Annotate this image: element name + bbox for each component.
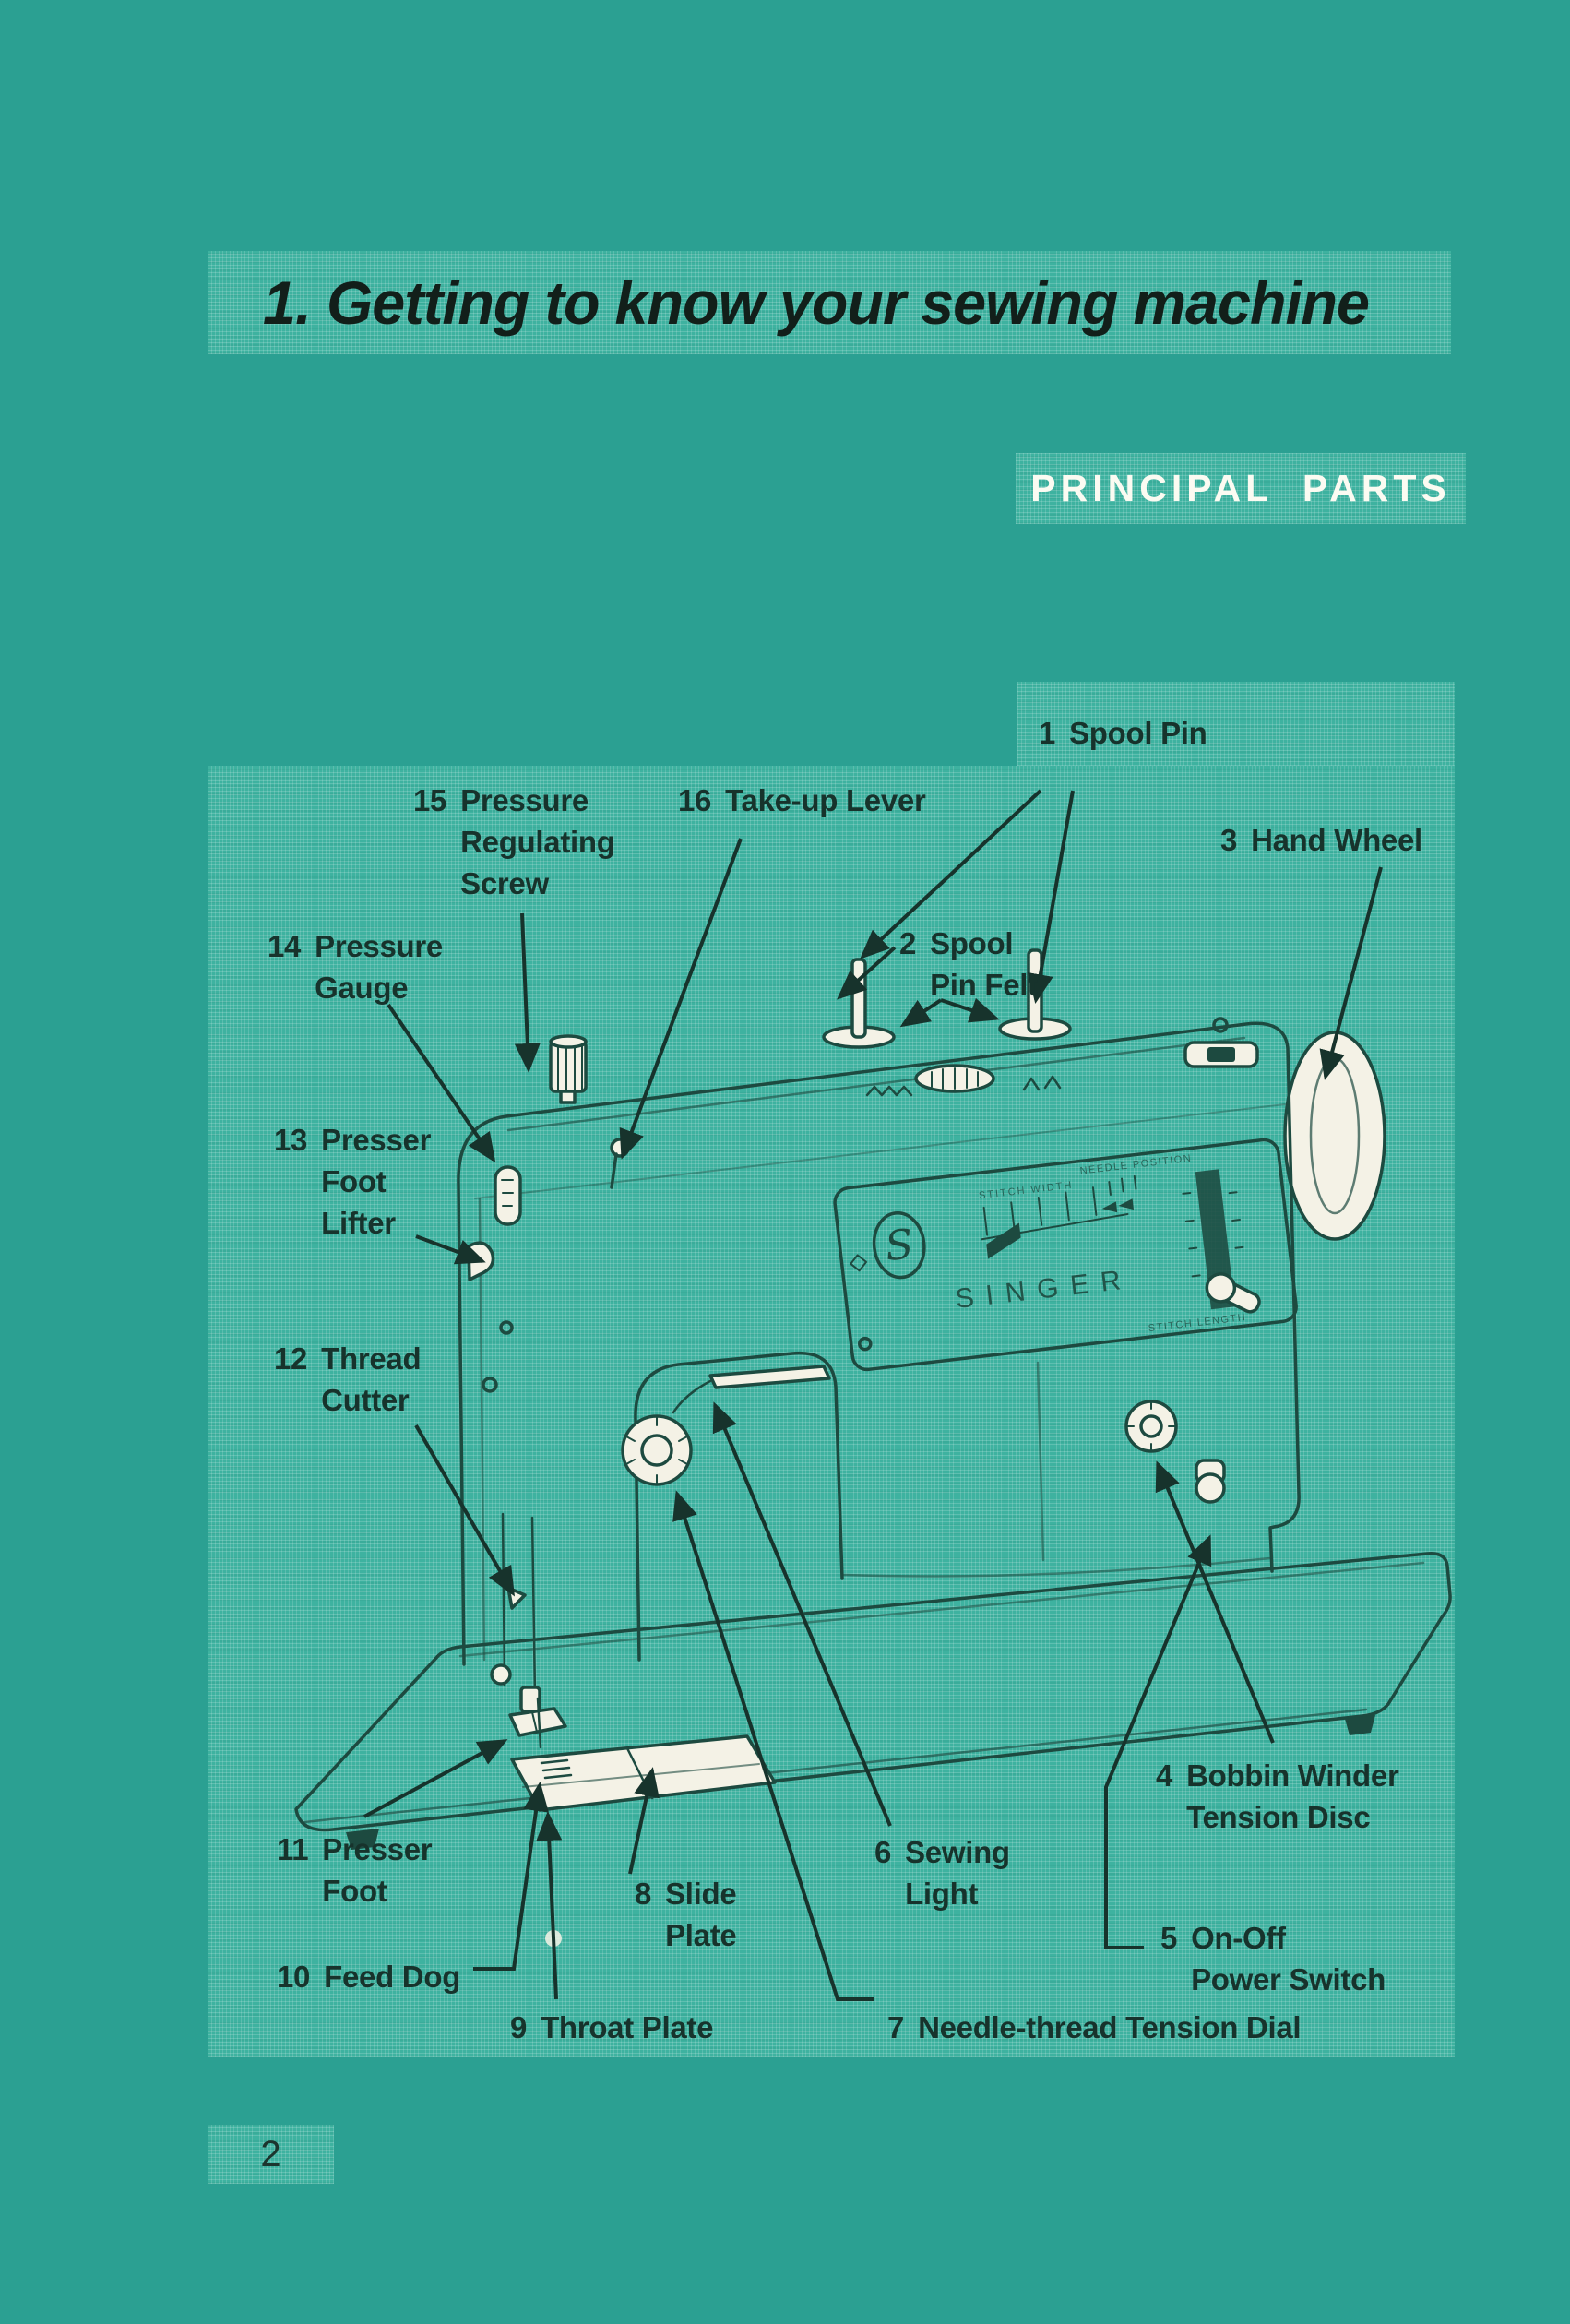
stitch-width-text: STITCH WIDTH: [978, 1180, 1074, 1202]
pressure-gauge: [494, 1165, 522, 1226]
diagram-panel: [208, 766, 1455, 2057]
leader-4-bobbin-winder-tension-disc: [1155, 1460, 1275, 1744]
part-label-10-feed-dog: 10 Feed Dog: [277, 1960, 461, 1994]
part-label-3-hand-wheel: 3 Hand Wheel: [1220, 823, 1422, 857]
pressure-regulating-screw: [549, 1034, 588, 1104]
leader-7-needle-thread-tension-dial: [672, 1490, 874, 2001]
control-panel: S SINGER STITCH WIDTH NEEDLE POSITION ST…: [833, 1138, 1298, 1372]
leader-6-sewing-light: [712, 1401, 892, 1827]
leader-1-spool-pin-b: [1028, 790, 1075, 1004]
leader-1-spool-pin-a: [860, 789, 1042, 959]
page-number-box: 2: [208, 2125, 334, 2184]
leader-lines: [363, 789, 1383, 2001]
part-label-9-throat-plate: 9 Throat Plate: [510, 2010, 714, 2044]
leader-2-spool-pin-felt-b: [899, 998, 943, 1028]
throat-plate: [510, 1734, 777, 1812]
leader-15-pressure-regulating-screw: [514, 912, 541, 1073]
leader-12-thread-cutter: [414, 1424, 515, 1597]
section-heading: PRINCIPAL PARTS: [1016, 453, 1466, 524]
sewing-machine-diagram: S SINGER STITCH WIDTH NEEDLE POSITION ST…: [294, 789, 1452, 2001]
leader-11-presser-foot: [363, 1739, 508, 1818]
needle-position-text: NEEDLE POSITION: [1079, 1153, 1193, 1177]
leader-2-spool-pin-felt-a: [837, 946, 897, 1000]
leader-16-take-up-lever: [619, 838, 743, 1160]
feed-dog: [540, 1758, 573, 1780]
leader-2-spool-pin-felt-c: [940, 997, 1000, 1023]
on-off-power-switch: [1195, 1459, 1226, 1504]
bobbin-winder-tension-disc: [1124, 1400, 1178, 1453]
needle-thread-tension-dial: [621, 1414, 693, 1486]
s-badge-letter: S: [883, 1221, 916, 1270]
part-label-1-spool-pin: 1 Spool Pin: [1039, 716, 1207, 750]
sewing-light: [708, 1365, 831, 1389]
page-number: 2: [260, 2133, 281, 2175]
stitch-selector-knob: [914, 1064, 995, 1093]
leader-8-slide-plate: [628, 1767, 660, 1875]
machine-illustration: S SINGER STITCH WIDTH NEEDLE POSITION ST…: [294, 948, 1452, 1947]
machine-bed: [294, 1552, 1452, 1832]
title-band: 1. Getting to know your sewing machine: [208, 251, 1451, 354]
s-badge: [872, 1211, 926, 1280]
part-label-7-needle-thread-tension-dial: 7 Needle-thread Tension Dial: [887, 2010, 1302, 2044]
machine-body-outline: [457, 1021, 1301, 1666]
diagram-panel-extension: [1017, 682, 1455, 769]
hand-wheel: [1283, 1031, 1386, 1241]
leader-9-throat-plate: [536, 1811, 563, 2000]
part-label-16-take-up-lever: 16 Take-up Lever: [678, 783, 926, 817]
leader-13-presser-foot-lifter: [415, 1234, 486, 1265]
leader-5-on-off-power-switch: [1104, 1534, 1212, 1949]
spool-pin-left: [850, 958, 867, 1039]
brand-text: SINGER: [954, 1264, 1135, 1315]
machine-arm-cutout: [634, 1351, 844, 1662]
page-title: 1. Getting to know your sewing machine: [263, 268, 1370, 337]
leader-14-pressure-gauge: [387, 1003, 496, 1163]
leader-3-hand-wheel: [1319, 866, 1383, 1080]
power-slider: [1183, 1017, 1259, 1068]
leader-10-feed-dog: [473, 1782, 549, 1971]
